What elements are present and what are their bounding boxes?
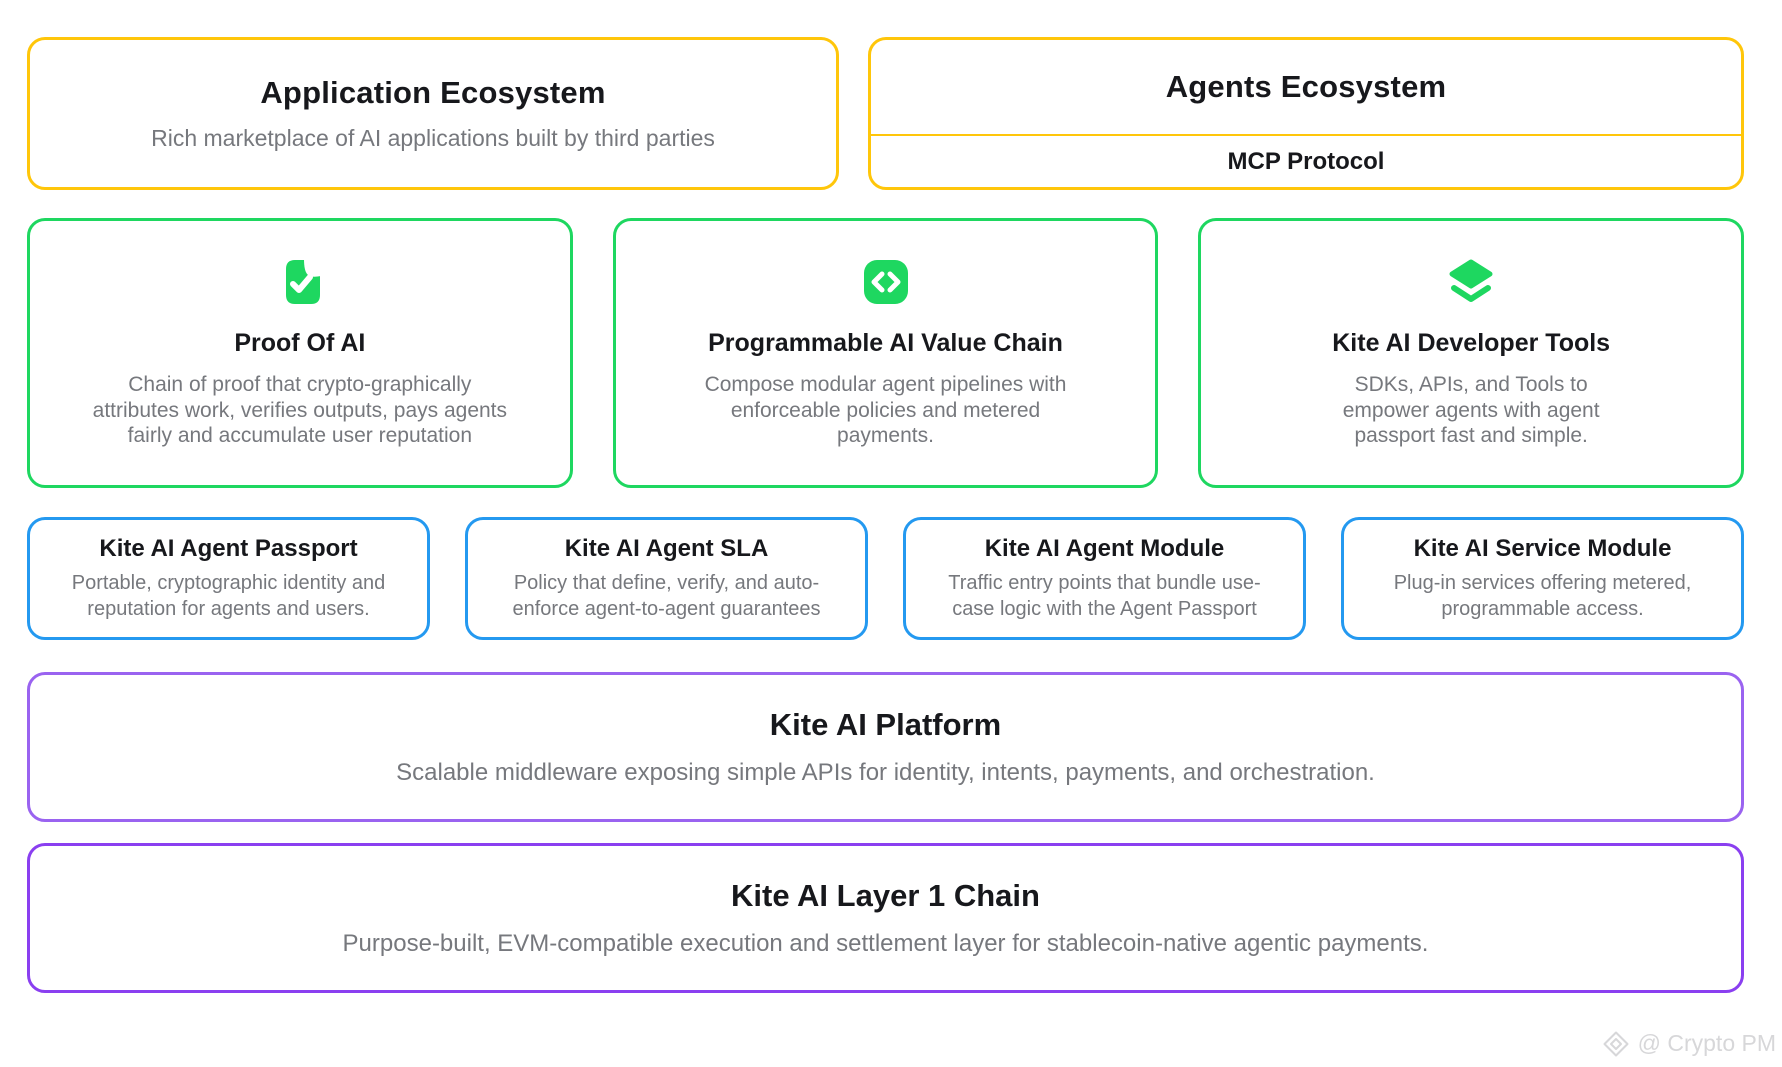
module-card-service-module: Kite AI Service Module Plug-in services … [1341,517,1744,640]
module-row: Kite AI Agent Passport Portable, cryptog… [27,517,1744,640]
platform-title: Kite AI Platform [769,707,1002,742]
layer1-row: Kite AI Layer 1 Chain Purpose-built, EVM… [27,843,1744,993]
module-body: Policy that define, verify, and auto-enf… [512,572,821,620]
mcp-protocol-section: MCP Protocol [871,134,1741,187]
module-title: Kite AI Agent SLA [564,535,769,563]
module-title: Kite AI Agent Passport [99,535,358,563]
layer1-band: Kite AI Layer 1 Chain Purpose-built, EVM… [27,843,1744,993]
code-icon [861,257,911,307]
watermark-text: @ Crypto PM [1637,1030,1776,1056]
agents-ecosystem-card: Agents Ecosystem MCP Protocol [868,37,1744,190]
platform-subtitle: Scalable middleware exposing simple APIs… [396,759,1375,786]
module-body: Portable, cryptographic identity and rep… [71,572,386,620]
feature-card-proof-of-ai: Proof Of AI Chain of proof that crypto-g… [27,218,573,488]
application-ecosystem-subtitle: Rich marketplace of AI applications buil… [151,125,715,151]
agents-ecosystem-title: Agents Ecosystem [1165,69,1447,104]
layer1-subtitle: Purpose-built, EVM-compatible execution … [342,930,1429,957]
module-title: Kite AI Agent Module [984,535,1225,563]
module-card-agent-passport: Kite AI Agent Passport Portable, cryptog… [27,517,430,640]
module-title: Kite AI Service Module [1413,535,1672,563]
watermark: @ Crypto PM [1603,1030,1776,1057]
feature-row: Proof Of AI Chain of proof that crypto-g… [27,218,1745,488]
module-card-agent-module: Kite AI Agent Module Traffic entry point… [903,517,1306,640]
feature-body: SDKs, APIs, and Tools to empower agents … [1342,373,1600,448]
module-body: Traffic entry points that bundle use-cas… [948,572,1261,620]
agents-ecosystem-header: Agents Ecosystem [871,40,1741,134]
feature-card-developer-tools: Kite AI Developer Tools SDKs, APIs, and … [1198,218,1745,488]
platform-band: Kite AI Platform Scalable middleware exp… [27,672,1744,822]
feature-card-programmable-value-chain: Programmable AI Value Chain Compose modu… [612,218,1159,488]
application-ecosystem-title: Application Ecosystem [260,75,606,110]
application-ecosystem-card: Application Ecosystem Rich marketplace o… [27,37,839,190]
feature-title: Programmable AI Value Chain [708,329,1063,358]
document-check-icon [275,257,325,307]
ecosystem-row: Application Ecosystem Rich marketplace o… [27,37,1744,190]
feature-title: Kite AI Developer Tools [1332,329,1611,358]
mcp-protocol-label: MCP Protocol [1227,147,1385,175]
feature-body: Chain of proof that crypto-graphically a… [92,373,508,448]
layer1-title: Kite AI Layer 1 Chain [731,878,1040,913]
module-card-agent-sla: Kite AI Agent SLA Policy that define, ve… [465,517,868,640]
module-body: Plug-in services offering metered, progr… [1393,572,1692,620]
feature-body: Compose modular agent pipelines with enf… [704,373,1067,448]
platform-row: Kite AI Platform Scalable middleware exp… [27,672,1744,822]
layers-icon [1446,257,1496,307]
diamond-logo-icon [1603,1031,1629,1057]
feature-title: Proof Of AI [234,329,366,358]
